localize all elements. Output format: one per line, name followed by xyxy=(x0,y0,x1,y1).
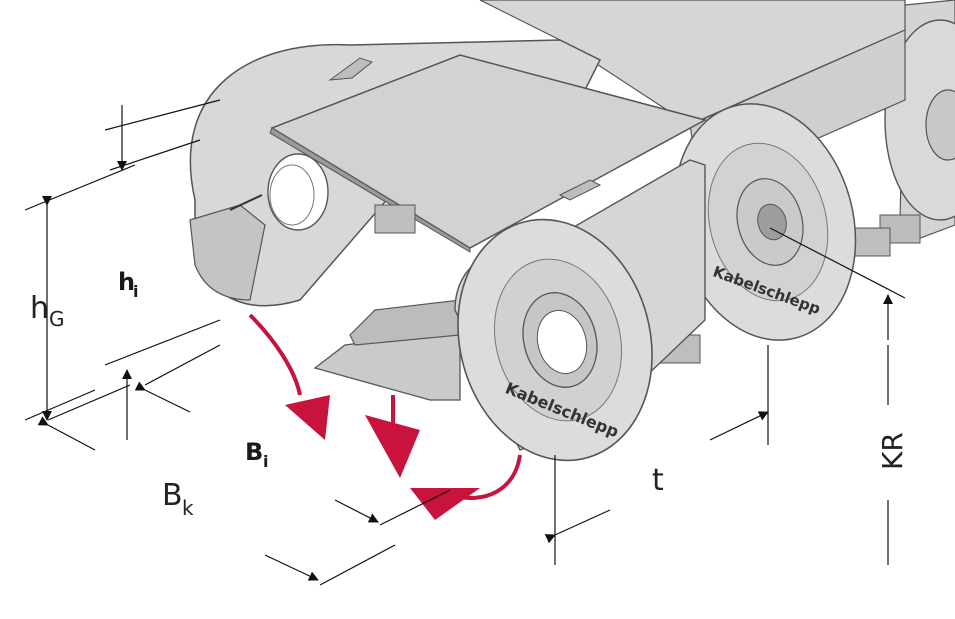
label-Bi: B i xyxy=(245,438,268,471)
chain-link-middle: Kabelschlepp xyxy=(479,0,906,364)
label-KR: KR xyxy=(876,432,909,470)
label-hG-main: h xyxy=(30,291,49,326)
label-Bk-main: B xyxy=(162,478,183,513)
red-arrow-head-down xyxy=(365,415,420,478)
label-Bi-main: B xyxy=(245,438,263,466)
red-arrow-head-right xyxy=(410,488,480,520)
label-t: t xyxy=(652,463,664,498)
label-Bk-sub: k xyxy=(182,496,194,520)
label-Bi-sub: i xyxy=(263,452,268,471)
red-arrow-head-left xyxy=(285,395,330,440)
label-hi: h i xyxy=(118,268,138,301)
label-Bk: B k xyxy=(162,478,194,520)
label-hG: h G xyxy=(30,291,65,331)
motion-arrows xyxy=(248,313,522,520)
label-hG-sub: G xyxy=(49,307,65,331)
label-hi-main: h xyxy=(118,268,135,296)
dimension-lines xyxy=(24,99,906,586)
label-hi-sub: i xyxy=(133,282,138,301)
chain-link-front: Kabelschlepp xyxy=(189,39,708,462)
